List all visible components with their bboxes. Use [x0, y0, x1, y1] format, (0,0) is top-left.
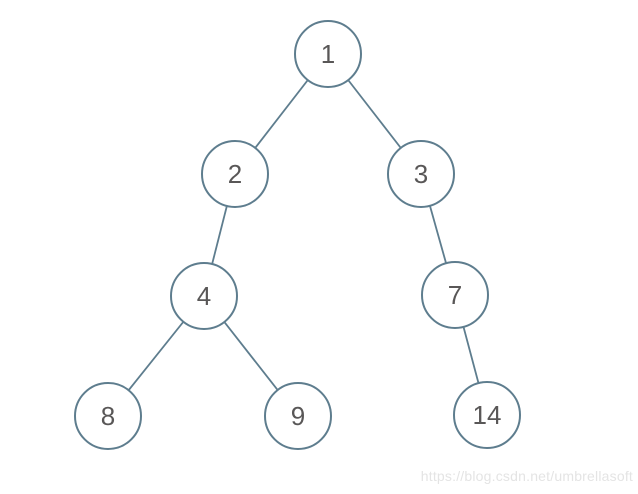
tree-node-circle-14	[453, 381, 521, 449]
tree-node-circle-8	[74, 382, 142, 450]
tree-node-circle-3	[387, 140, 455, 208]
tree-node-circle-4	[170, 262, 238, 330]
tree-node-circle-2	[201, 140, 269, 208]
tree-node-7: 7	[421, 261, 489, 329]
tree-node-4: 4	[170, 262, 238, 330]
watermark: https://blog.csdn.net/umbrellasoft	[420, 468, 633, 484]
tree-node-label-2: 2	[228, 159, 242, 189]
tree-node-8: 8	[74, 382, 142, 450]
tree-node-label-14: 14	[473, 400, 502, 430]
tree-node-2: 2	[201, 140, 269, 208]
tree-node-14: 14	[453, 381, 521, 449]
tree-node-label-4: 4	[197, 281, 211, 311]
tree-node-circle-9	[264, 382, 332, 450]
tree-node-label-9: 9	[291, 401, 305, 431]
tree-node-label-7: 7	[448, 280, 462, 310]
tree-node-circle-7	[421, 261, 489, 329]
tree-node-label-1: 1	[321, 39, 335, 69]
tree-node-label-3: 3	[414, 159, 428, 189]
tree-node-label-8: 8	[101, 401, 115, 431]
tree-node-1: 1	[294, 20, 362, 88]
tree-node-circle-1	[294, 20, 362, 88]
tree-node-9: 9	[264, 382, 332, 450]
tree-node-3: 3	[387, 140, 455, 208]
